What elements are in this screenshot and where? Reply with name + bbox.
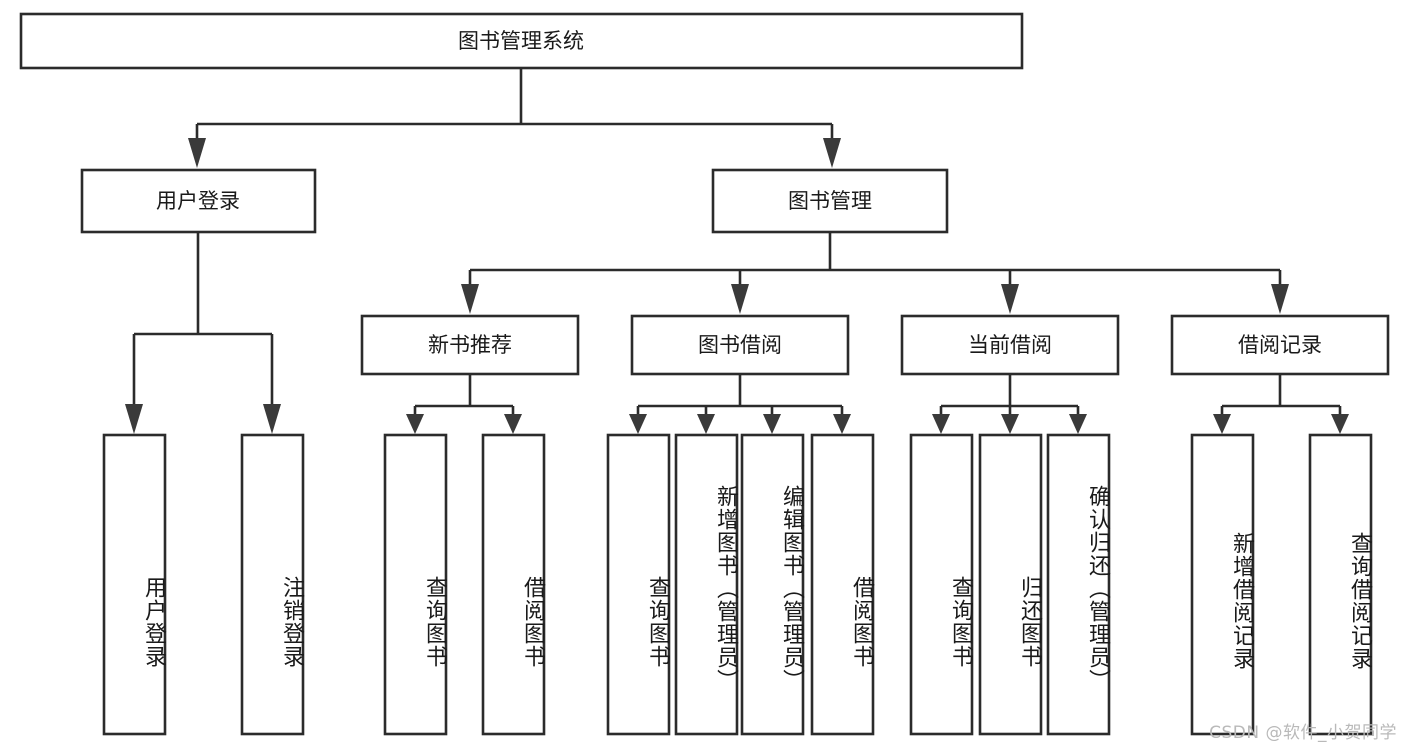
leaf-add-book-box[interactable]: [674, 433, 739, 736]
leaf-user-login-box[interactable]: [102, 433, 167, 736]
connector-borrow-record-to-leaves: [1213, 374, 1349, 434]
arrow-to-book-manage: [823, 138, 841, 168]
arrow-to-leaf-edit-book: [763, 414, 781, 434]
arrow-to-leaf-return-book: [1001, 414, 1019, 434]
leaf-borrow-book-2-box[interactable]: [810, 433, 875, 736]
arrow-to-new-book-recommend: [461, 284, 479, 314]
user-login-box[interactable]: [80, 168, 317, 234]
arrow-to-leaf-confirm-return: [1069, 414, 1087, 434]
leaf-confirm-return-box[interactable]: [1046, 433, 1111, 736]
book-borrow-label: 图书借阅: [698, 333, 782, 357]
node-new-book-recommend[interactable]: 新书推荐: [360, 314, 580, 376]
leaf-logout-login-box[interactable]: [240, 433, 305, 736]
borrow-record-label: 借阅记录: [1238, 333, 1322, 357]
leaf-query-book-3-box[interactable]: [909, 433, 974, 736]
arrow-to-leaf-add-book: [697, 414, 715, 434]
node-book-manage[interactable]: 图书管理: [711, 168, 949, 234]
node-current-borrow[interactable]: 当前借阅: [900, 314, 1120, 376]
arrow-to-leaf-add-record: [1213, 414, 1231, 434]
node-book-borrow[interactable]: 图书借阅: [630, 314, 850, 376]
new-book-recommend-box[interactable]: [360, 314, 580, 376]
new-book-recommend-label: 新书推荐: [428, 333, 512, 357]
arrow-to-leaf-query-book-1: [406, 414, 424, 434]
arrow-to-leaf-borrow-book-2: [833, 414, 851, 434]
current-borrow-label: 当前借阅: [968, 333, 1052, 357]
arrow-to-leaf-query-record: [1331, 414, 1349, 434]
arrow-to-leaf-query-book-3: [932, 414, 950, 434]
arrow-to-borrow-record: [1271, 284, 1289, 314]
book-manage-label: 图书管理: [788, 189, 872, 213]
leaf-query-record-box[interactable]: [1308, 433, 1373, 736]
user-login-label: 用户登录: [156, 189, 240, 213]
node-root[interactable]: 图书管理系统: [19, 12, 1024, 70]
leaf-borrow-book-1-box[interactable]: [481, 433, 546, 736]
leaf-query-book-1-box[interactable]: [383, 433, 448, 736]
connector-book-borrow-to-leaves: [629, 374, 851, 434]
arrow-to-user-login: [188, 138, 206, 168]
connector-root-to-level2: [188, 68, 841, 168]
leaf-edit-book-box[interactable]: [740, 433, 805, 736]
leaf-query-book-2-box[interactable]: [606, 433, 671, 736]
connector-current-borrow-to-leaves: [932, 374, 1087, 434]
root-box[interactable]: [19, 12, 1024, 70]
leaf-boxes: [102, 433, 1373, 736]
leaf-add-record-box[interactable]: [1190, 433, 1255, 736]
arrow-to-leaf-logout-login: [263, 404, 281, 434]
csdn-watermark: CSDN @软件_小贺同学: [1209, 723, 1397, 743]
connector-book-manage-to-level3: [461, 232, 1289, 314]
node-borrow-record[interactable]: 借阅记录: [1170, 314, 1390, 376]
arrow-to-book-borrow: [731, 284, 749, 314]
root-label: 图书管理系统: [458, 29, 584, 53]
arrow-to-leaf-query-book-2: [629, 414, 647, 434]
connector-user-login-to-leaves: [125, 232, 281, 434]
node-user-login[interactable]: 用户登录: [80, 168, 317, 234]
arrow-to-leaf-borrow-book-1: [504, 414, 522, 434]
leaf-return-book-box[interactable]: [978, 433, 1043, 736]
arrow-to-current-borrow: [1001, 284, 1019, 314]
current-borrow-box[interactable]: [900, 314, 1120, 376]
connector-new-book-recommend-to-leaves: [406, 374, 522, 434]
arrow-to-leaf-user-login: [125, 404, 143, 434]
